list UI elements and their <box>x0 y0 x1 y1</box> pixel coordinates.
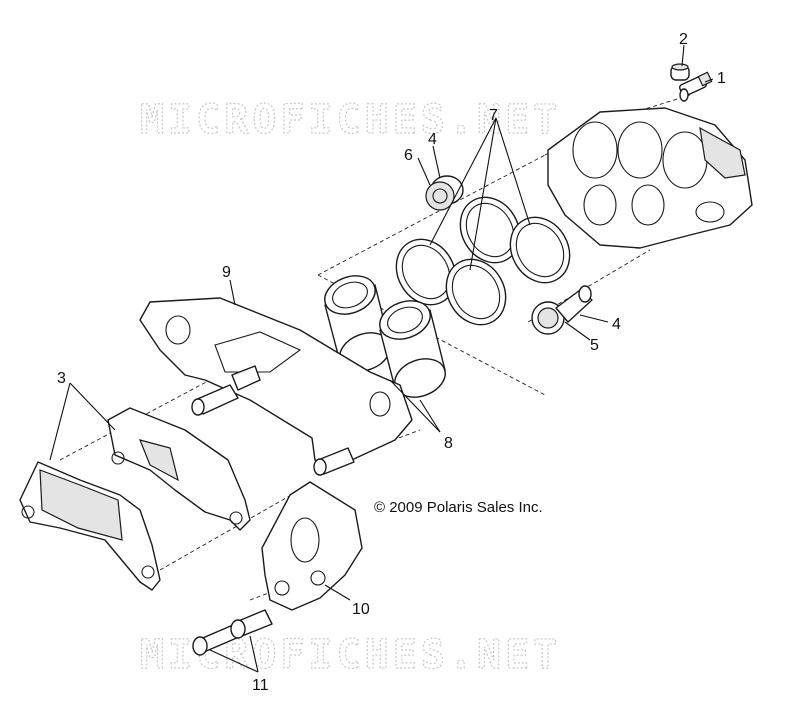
callout-1: 1 <box>717 70 726 87</box>
callout-7: 7 <box>489 107 498 124</box>
leader-lines <box>49 44 714 673</box>
caliper-bracket <box>139 297 413 476</box>
mounting-bolts <box>192 609 273 656</box>
callout-labels: 1 2 3 4 4 5 6 7 8 9 10 11 <box>57 31 726 694</box>
bracket-pins <box>191 365 355 476</box>
callout-4-lower: 4 <box>612 316 621 333</box>
callout-10: 10 <box>352 601 370 618</box>
pistons <box>324 275 446 398</box>
brake-pads <box>19 407 251 591</box>
callout-8: 8 <box>444 435 453 452</box>
bleeder-cap <box>670 63 690 81</box>
callout-2: 2 <box>679 31 688 48</box>
callout-5: 5 <box>590 337 599 354</box>
caliper-body <box>547 107 753 249</box>
seal-and-fitting-lower <box>531 285 593 335</box>
callout-11: 11 <box>252 677 269 694</box>
bleeder-valve <box>678 71 713 102</box>
callout-6: 6 <box>404 147 413 164</box>
watermark-top: MICROFICHES.NET <box>140 97 561 143</box>
copyright-notice: © 2009 Polaris Sales Inc. <box>374 499 543 516</box>
callout-9: 9 <box>222 264 231 281</box>
o-rings <box>395 196 571 326</box>
callout-4-upper: 4 <box>428 131 437 148</box>
caliper-mount <box>261 481 363 611</box>
callout-3: 3 <box>57 370 66 387</box>
